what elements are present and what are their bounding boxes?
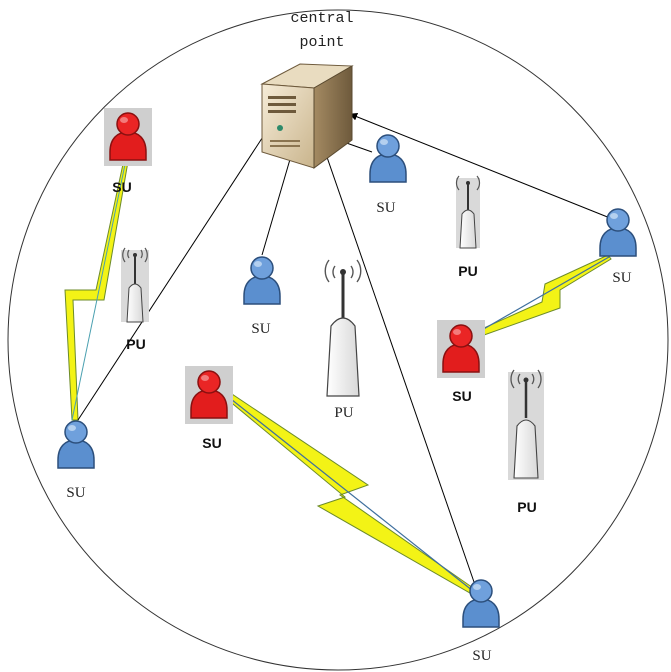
coverage-boundary (7, 9, 669, 671)
server-label-line2: point (299, 34, 344, 51)
pu-top-right-tower-icon (455, 175, 481, 249)
su-label-red-right: SU (452, 388, 471, 404)
su-label-red-center: SU (202, 435, 221, 451)
pu-label-bottom-right: PU (517, 499, 536, 515)
su-blue-center-icon (243, 256, 281, 305)
su-red-top-left-icon (103, 107, 153, 167)
link-left-su-to-server (77, 125, 271, 421)
pu-label-top-right: PU (458, 263, 477, 279)
interference-ray-bottom (211, 383, 474, 592)
pu-label-left: PU (126, 336, 145, 352)
su-label-blue-near-server: SU (376, 200, 395, 216)
pu-bottom-right-tower-icon (508, 369, 544, 480)
su-label-red-top-left: SU (112, 179, 131, 195)
reporting-links (77, 107, 611, 583)
su-label-blue-left: SU (66, 485, 85, 501)
su-blue-left-icon (57, 420, 95, 469)
su-red-right-icon (436, 319, 486, 379)
link-right-su-to-server (349, 112, 611, 219)
pu-center-tower-icon (324, 259, 362, 397)
su-label-blue-bottom: SU (472, 648, 491, 664)
interference-ray-left (71, 149, 129, 421)
server-label-line1: central (290, 10, 353, 27)
pu-label-center: PU (334, 405, 353, 421)
interference-ray-right (467, 256, 610, 339)
pu-left-tower-icon (121, 247, 149, 323)
su-label-blue-center: SU (251, 321, 270, 337)
su-blue-near-server-icon (369, 134, 407, 183)
su-red-center-icon (184, 365, 234, 425)
su-label-blue-right: SU (612, 270, 631, 286)
central-point-server-icon (260, 63, 354, 169)
link-bottom-su-to-server (308, 107, 475, 583)
